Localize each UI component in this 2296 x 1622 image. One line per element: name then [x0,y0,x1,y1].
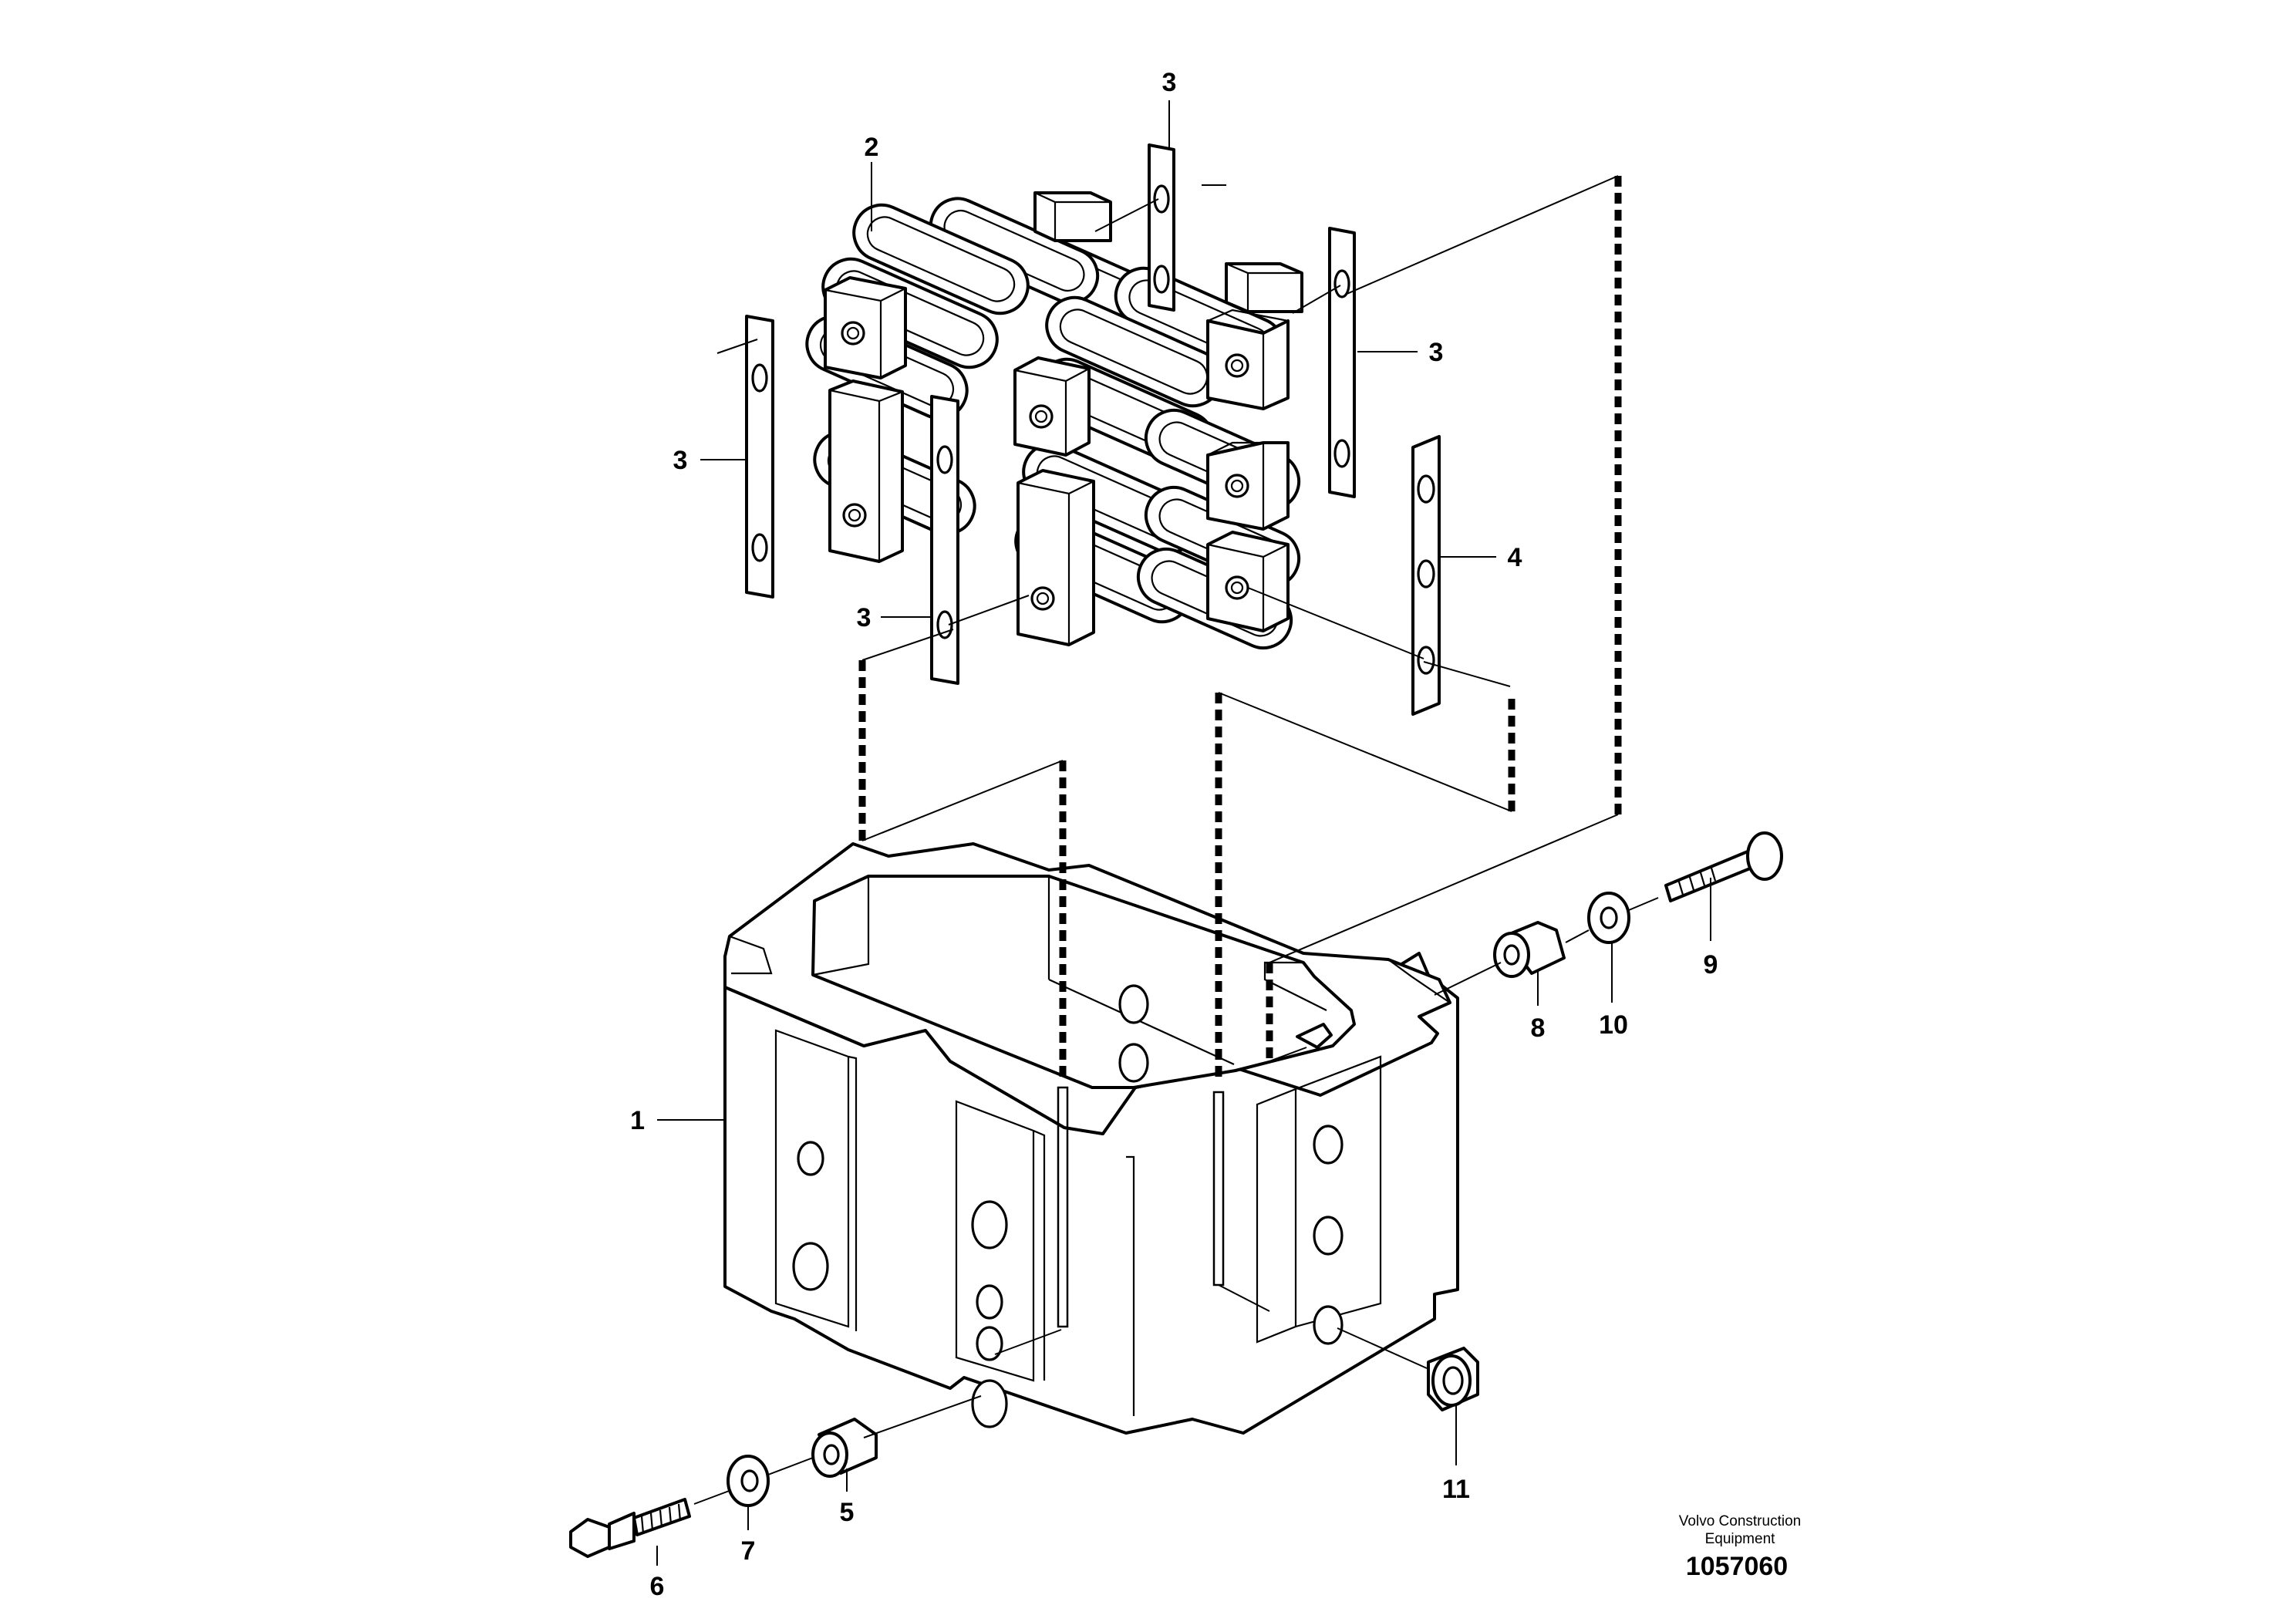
terminal-block [828,379,904,563]
drawing-reference-number: 1057060 [1686,1552,1788,1581]
terminal-block [1206,309,1290,410]
callout-3-top: 3 [1162,68,1177,97]
callout-10: 10 [1599,1010,1628,1040]
callout-9: 9 [1704,950,1718,980]
stud-bolt [569,1498,691,1558]
terminal-block [1017,469,1095,646]
connector-strip [930,395,959,685]
callout-3-right: 3 [1429,338,1444,367]
assembly-dashed-lines [858,176,1622,1355]
connector-strip [1148,143,1175,312]
connector-strip [745,315,774,599]
terminal-block [824,276,907,379]
connector-strip [1328,227,1356,498]
callout-3-center: 3 [857,603,872,632]
callout-8: 8 [1531,1013,1546,1043]
bolt [1664,831,1783,902]
callout-2: 2 [865,133,879,162]
callout-leaders [656,100,1711,1566]
callout-5: 5 [840,1498,855,1527]
terminal-block [1206,531,1290,632]
drawing-caption: Volvo Construction Equipment 1057060 [1679,1513,1801,1581]
washer [727,1455,770,1507]
terminal-block [1013,356,1091,457]
caption-line-1: Volvo Construction [1679,1513,1801,1529]
callout-3-left: 3 [673,446,688,475]
callout-11: 11 [1442,1475,1470,1504]
caption-line-2: Equipment [1705,1531,1776,1547]
callout-6: 6 [650,1572,665,1601]
callout-4: 4 [1508,543,1522,572]
spacer-bushing-right [1493,921,1566,978]
plug [1427,1347,1479,1411]
callout-7: 7 [741,1536,756,1566]
callout-labels: 1 2 3 3 3 3 4 5 6 7 8 9 10 11 [630,68,1718,1601]
terminal-block [1206,441,1290,531]
assembly-lines-upper [716,175,1619,687]
spacer-bushing [811,1418,878,1478]
heating-element-coil [805,191,1303,650]
callout-1: 1 [630,1106,645,1135]
connector-strip-three-hole [1411,435,1441,716]
washer-right [1587,892,1630,944]
fastener-lines [693,897,1659,1505]
